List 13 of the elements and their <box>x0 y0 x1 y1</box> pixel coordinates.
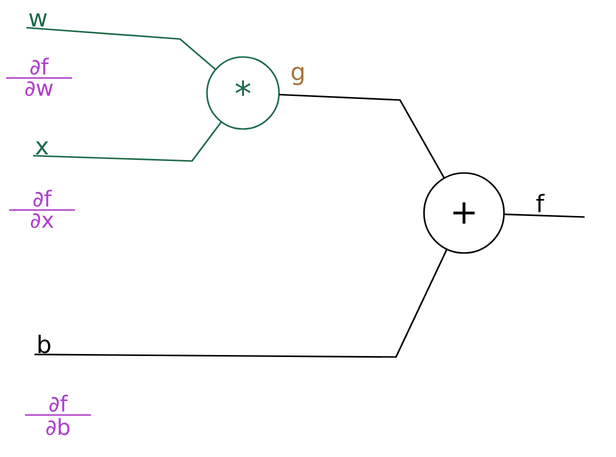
edge-label: g <box>289 66 307 86</box>
connector-line <box>26 26 216 70</box>
connector-line <box>32 122 222 162</box>
variable-label: w <box>29 13 47 27</box>
variable-label: b <box>38 334 50 354</box>
fraction-label: ∂f ∂w <box>6 58 72 96</box>
connector-line <box>34 249 448 358</box>
connector-line <box>504 214 585 218</box>
fraction-label: ∂f ∂x <box>9 190 75 228</box>
variable-label: x <box>36 141 48 155</box>
fraction-label: ∂f ∂b <box>25 394 91 436</box>
connector-line <box>278 94 445 178</box>
edge-label: f <box>534 192 546 214</box>
